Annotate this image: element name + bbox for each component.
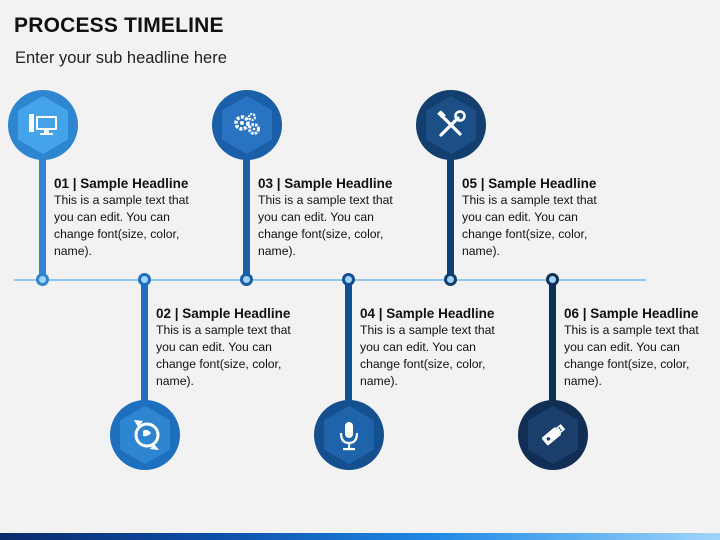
step-3-text: 03 | Sample Headline This is a sample te… <box>258 175 428 260</box>
step-2-headline: 02 | Sample Headline <box>156 306 291 321</box>
stem-4 <box>345 282 352 412</box>
step-3-body: This is a sample text that you can edit.… <box>258 193 393 258</box>
stem-3 <box>243 150 250 278</box>
timeline-line <box>14 279 646 281</box>
step-4-badge <box>314 400 384 470</box>
step-6-headline: 06 | Sample Headline <box>564 306 699 321</box>
usb-drive-icon <box>541 423 566 446</box>
step-5-headline: 05 | Sample Headline <box>462 176 597 191</box>
recycle-globe-icon <box>134 420 160 450</box>
timeline-dot-2 <box>138 273 151 286</box>
step-2-body: This is a sample text that you can edit.… <box>156 323 291 388</box>
step-4-text: 04 | Sample Headline This is a sample te… <box>360 305 530 390</box>
page-subtitle: Enter your sub headline here <box>15 49 227 67</box>
step-1-body: This is a sample text that you can edit.… <box>54 193 189 258</box>
stem-6 <box>549 282 556 412</box>
step-4-body: This is a sample text that you can edit.… <box>360 323 495 388</box>
stem-5 <box>447 150 454 278</box>
bottom-accent-bar <box>0 533 720 540</box>
step-1-badge <box>8 90 78 160</box>
step-1-text: 01 | Sample Headline This is a sample te… <box>54 175 224 260</box>
timeline-dot-6 <box>546 273 559 286</box>
step-5-body: This is a sample text that you can edit.… <box>462 193 597 258</box>
step-3-headline: 03 | Sample Headline <box>258 176 393 191</box>
gears-icon <box>234 112 260 135</box>
step-2-text: 02 | Sample Headline This is a sample te… <box>156 305 326 390</box>
step-3-badge <box>212 90 282 160</box>
page-title: PROCESS TIMELINE <box>14 14 224 37</box>
tools-icon <box>437 110 466 137</box>
step-6-text: 06 | Sample Headline This is a sample te… <box>564 305 720 390</box>
microphone-icon <box>339 422 359 451</box>
timeline-dot-5 <box>444 273 457 286</box>
step-6-body: This is a sample text that you can edit.… <box>564 323 699 388</box>
step-6-badge <box>518 400 588 470</box>
computer-icon <box>29 114 57 135</box>
step-2-badge <box>110 400 180 470</box>
stem-2 <box>141 282 148 412</box>
timeline-dot-3 <box>240 273 253 286</box>
timeline-dot-1 <box>36 273 49 286</box>
step-5-text: 05 | Sample Headline This is a sample te… <box>462 175 632 260</box>
timeline-dot-4 <box>342 273 355 286</box>
step-4-headline: 04 | Sample Headline <box>360 306 495 321</box>
stem-1 <box>39 150 46 278</box>
step-5-badge <box>416 90 486 160</box>
step-1-headline: 01 | Sample Headline <box>54 176 189 191</box>
